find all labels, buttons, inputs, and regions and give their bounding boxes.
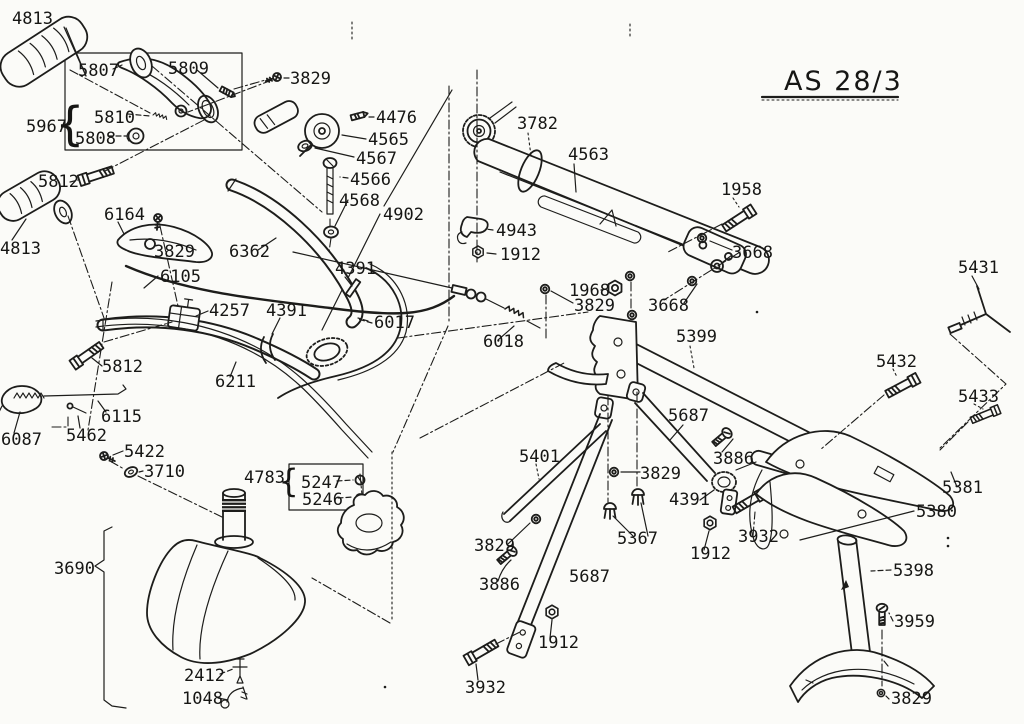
label-6362: 6362 xyxy=(229,242,270,262)
label-1048: 1048 xyxy=(182,689,223,709)
label-1912-frame: 1912 xyxy=(690,544,731,564)
label-6017: 6017 xyxy=(374,313,415,333)
label-6087: 6087 xyxy=(1,430,42,450)
screw-4566 xyxy=(322,157,338,215)
label-2412: 2412 xyxy=(184,666,225,686)
reference-ticks xyxy=(351,21,950,689)
label-6115: 6115 xyxy=(101,407,142,427)
label-6105: 6105 xyxy=(160,267,201,287)
label-3932-right: 3932 xyxy=(738,527,779,547)
label-5809: 5809 xyxy=(168,59,209,79)
label-5810: 5810 xyxy=(94,108,135,128)
label-3710: 3710 xyxy=(144,462,185,482)
label-4563: 4563 xyxy=(568,145,609,165)
label-5462: 5462 xyxy=(66,426,107,446)
label-3886-right: 3886 xyxy=(713,449,754,469)
label-5432: 5432 xyxy=(876,352,917,372)
label-4566: 4566 xyxy=(350,170,391,190)
label-4565: 4565 xyxy=(368,130,409,150)
bolt-5812-upper xyxy=(69,163,116,187)
label-4813-rear: 4813 xyxy=(0,239,41,259)
bracket-assembly xyxy=(749,275,1011,550)
label-6211: 6211 xyxy=(215,372,256,392)
diagram-title: AS 28/3 xyxy=(784,66,903,97)
label-5367: 5367 xyxy=(617,529,658,549)
label-4943: 4943 xyxy=(496,221,537,241)
label-5808: 5808 xyxy=(75,129,116,149)
part-labels: AS 28/3 4813 5807 5809 3829 5967 { 5810 … xyxy=(0,9,999,709)
label-6164: 6164 xyxy=(104,205,145,225)
label-5812-lower: 5812 xyxy=(102,357,143,377)
label-3829-stand: 3829 xyxy=(891,689,932,709)
label-5398: 5398 xyxy=(893,561,934,581)
label-3932-left: 3932 xyxy=(465,678,506,698)
label-4813-front: 4813 xyxy=(12,9,53,29)
label-3829-leg: 3829 xyxy=(474,536,515,556)
label-1958: 1958 xyxy=(721,180,762,200)
handlebar-assembly xyxy=(0,64,456,459)
label-5687-right: 5687 xyxy=(668,406,709,426)
label-3886-left: 3886 xyxy=(479,575,520,595)
clip-4568 xyxy=(323,225,339,239)
spring-5810 xyxy=(152,111,169,120)
clamp-4257 xyxy=(167,298,201,332)
label-3782: 3782 xyxy=(517,114,558,134)
label-3829-aframe: 3829 xyxy=(640,464,681,484)
frame-assembly xyxy=(397,311,843,681)
label-5967: 5967 xyxy=(26,117,67,137)
washer-4567 xyxy=(297,139,313,153)
front-grip xyxy=(0,15,323,213)
label-4783: 4783 xyxy=(244,468,285,488)
label-5380: 5380 xyxy=(916,502,957,522)
label-1912-boom: 1912 xyxy=(500,245,541,265)
label-4391-bar: 4391 xyxy=(266,301,307,321)
label-4567: 4567 xyxy=(356,149,397,169)
pin-4476 xyxy=(349,111,369,122)
fuel-tank-assembly xyxy=(94,325,449,709)
screw-3829-throttle xyxy=(263,70,290,86)
brace-4783: { xyxy=(279,462,298,500)
label-3829-throttle: 3829 xyxy=(290,69,331,89)
label-5431: 5431 xyxy=(958,258,999,278)
label-5687-left: 5687 xyxy=(569,567,610,587)
label-5433: 5433 xyxy=(958,387,999,407)
label-4476: 4476 xyxy=(376,108,417,128)
label-3668-upper: 3668 xyxy=(732,243,773,263)
brace-5967: { xyxy=(56,97,84,151)
label-5381: 5381 xyxy=(942,478,983,498)
choke-lever-assembly xyxy=(253,89,453,331)
label-5422: 5422 xyxy=(124,442,165,462)
label-4902: 4902 xyxy=(383,205,424,225)
label-4391-frame: 4391 xyxy=(669,490,710,510)
label-5247: 5247 xyxy=(301,473,342,493)
label-5812-upper: 5812 xyxy=(38,172,79,192)
label-3829-boom: 3829 xyxy=(574,296,615,316)
label-6018: 6018 xyxy=(483,332,524,352)
label-1912-leg: 1912 xyxy=(538,633,579,653)
cap-5808 xyxy=(126,127,145,145)
label-4257: 4257 xyxy=(209,301,250,321)
label-1968: 1968 xyxy=(569,281,610,301)
throttle-cable xyxy=(292,251,541,341)
label-4391-clip: 4391 xyxy=(335,259,376,279)
label-5399: 5399 xyxy=(676,327,717,347)
label-5246: 5246 xyxy=(302,490,343,510)
boom-tube-assembly xyxy=(448,69,770,341)
label-5401: 5401 xyxy=(519,447,560,467)
label-3959: 3959 xyxy=(894,612,935,632)
label-5807: 5807 xyxy=(78,61,119,81)
label-3829-handle: 3829 xyxy=(154,242,195,262)
stand-assembly xyxy=(789,534,935,703)
label-4568: 4568 xyxy=(339,191,380,211)
label-3668-lower: 3668 xyxy=(648,296,689,316)
label-3690: 3690 xyxy=(54,559,95,579)
label-leaders xyxy=(65,27,375,324)
